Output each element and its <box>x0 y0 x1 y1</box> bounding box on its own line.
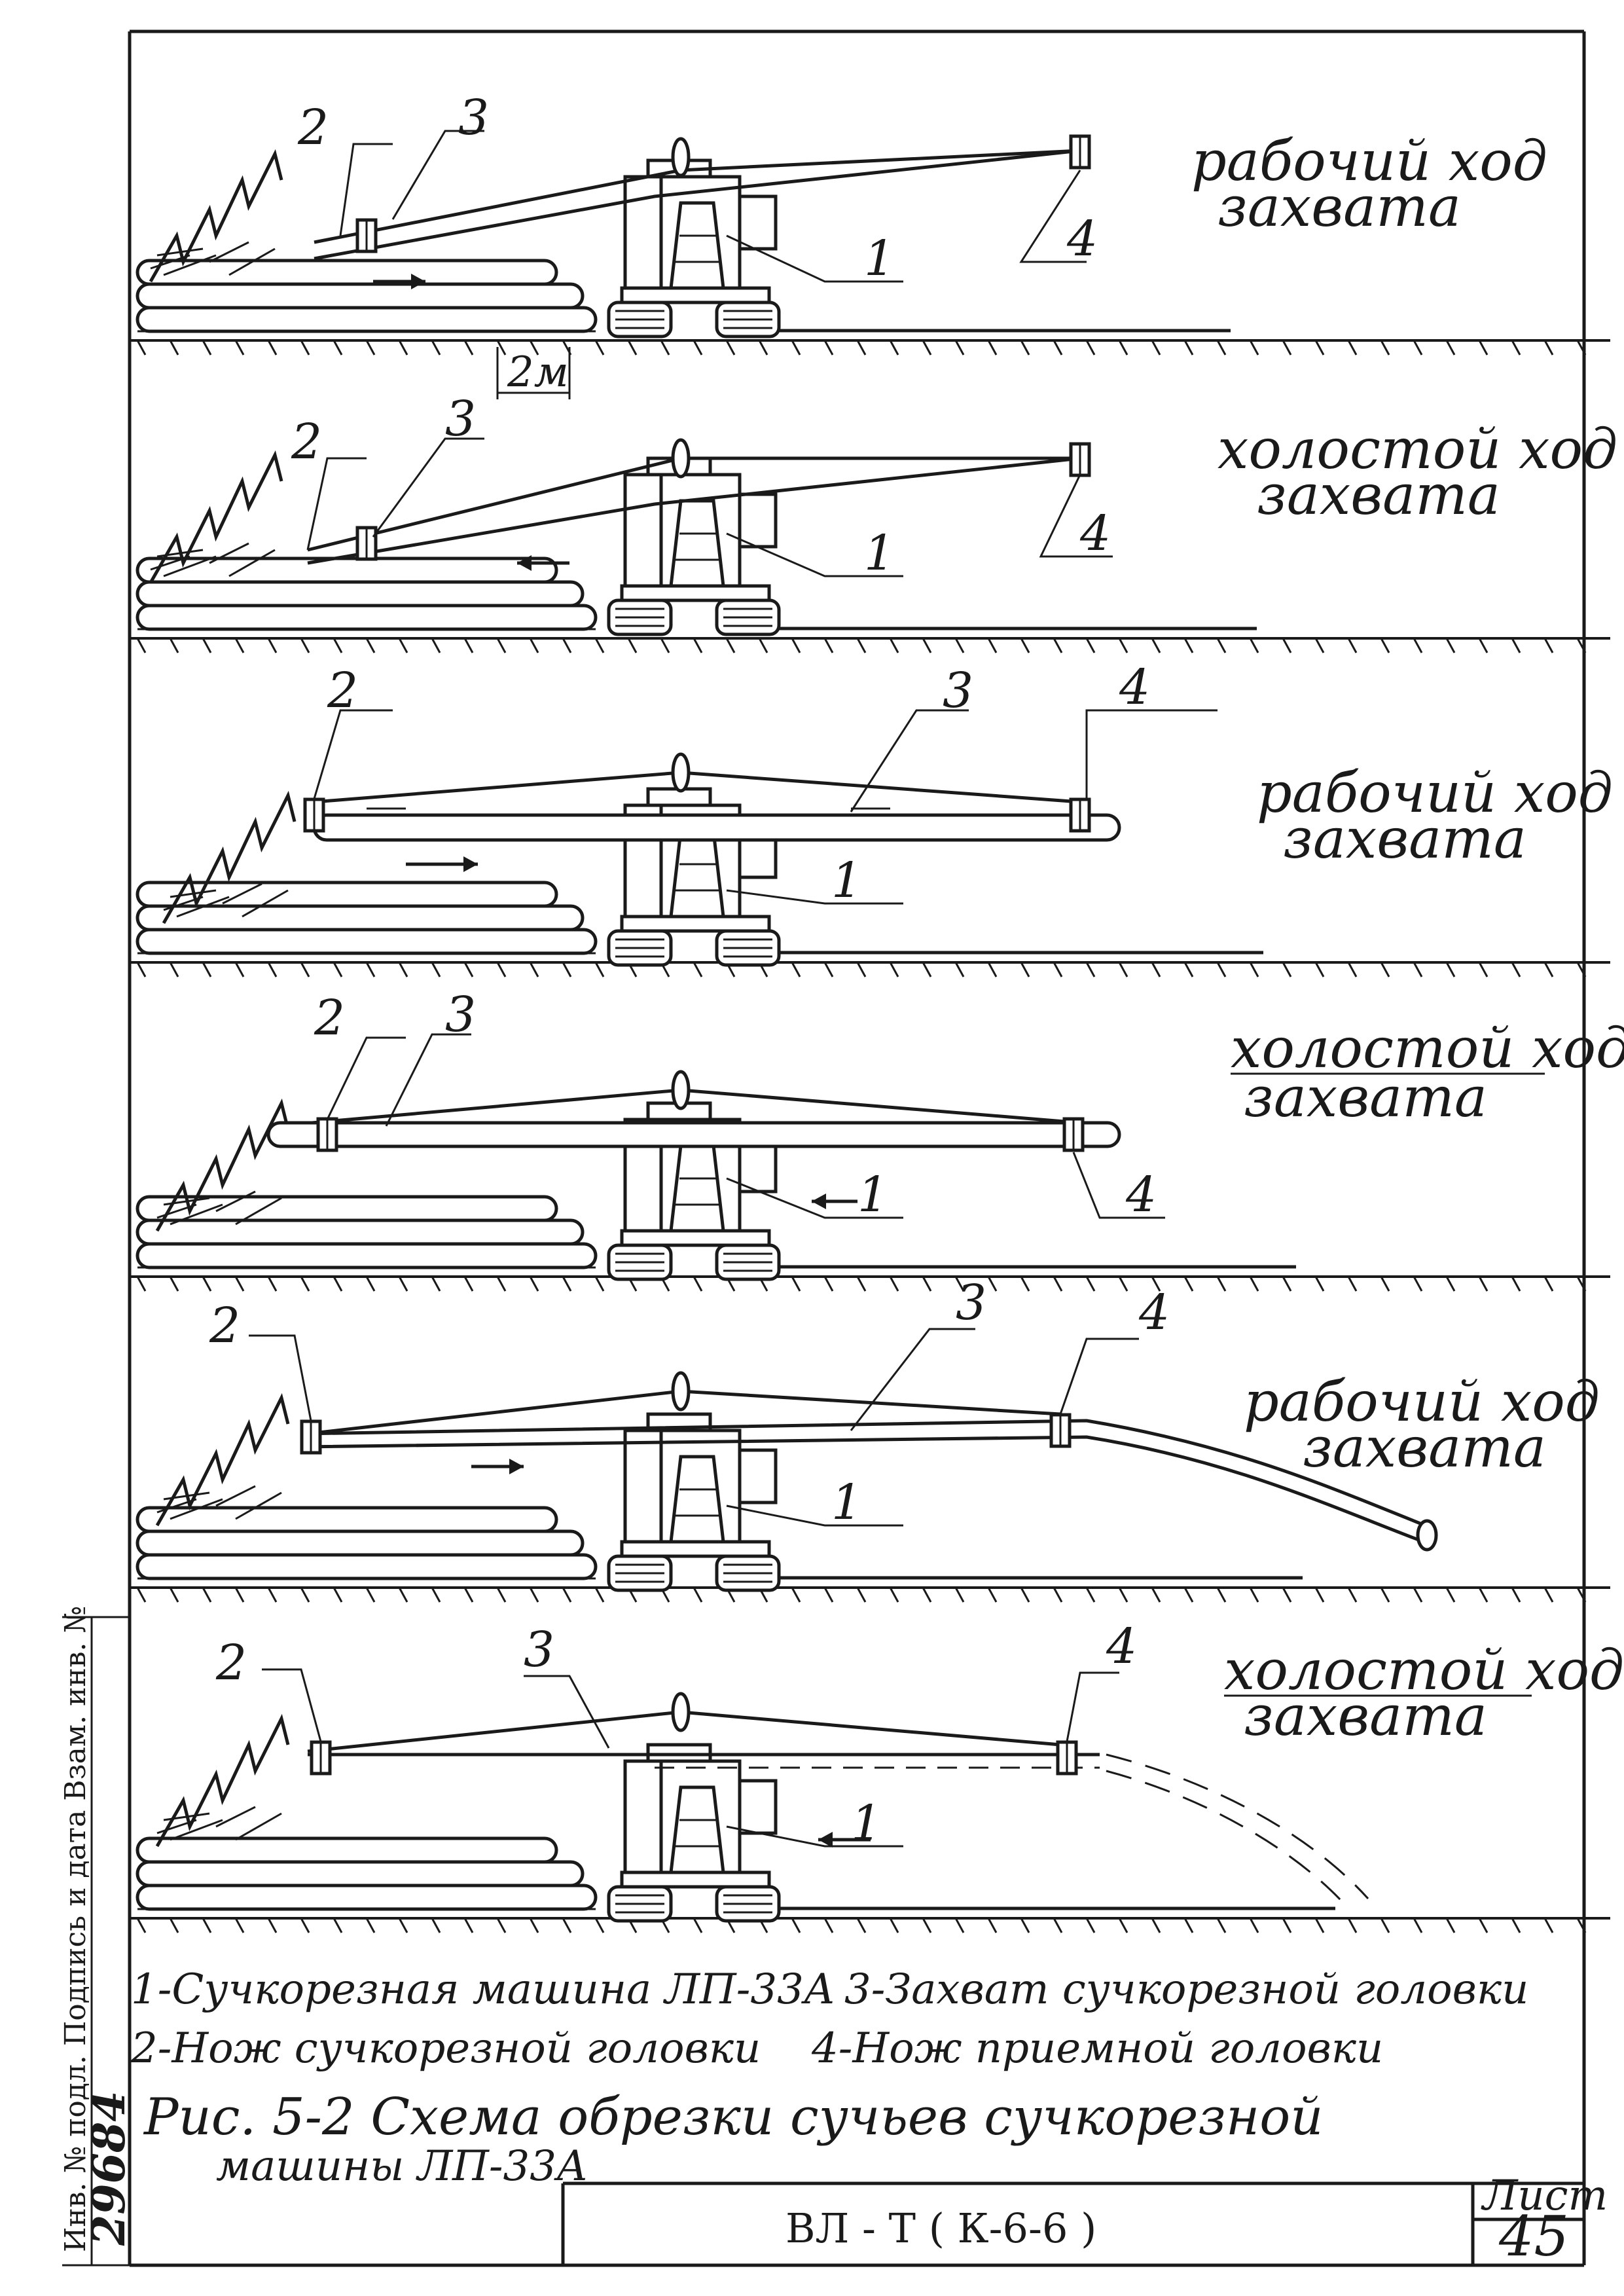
label-3: 3 <box>445 391 476 447</box>
figure-caption-line2: машины ЛП-33А <box>216 2142 588 2191</box>
legend-item-2: 2-Нож сучкорезной головки <box>130 2024 761 2073</box>
label-4: 4 <box>1138 1285 1170 1341</box>
label-3: 3 <box>943 663 973 719</box>
label-4: 4 <box>1125 1167 1157 1223</box>
panel-6-idle-stroke: 2 3 1 4 холостой ход захвата <box>130 1618 1624 1934</box>
sheet-label: Лист <box>1481 2172 1608 2220</box>
sheet-frame <box>128 29 1586 2267</box>
label-1: 1 <box>864 525 895 581</box>
inventory-number: 29684 <box>83 2090 135 2246</box>
panel-caption-line2: захвата <box>1244 1684 1487 1748</box>
panel-3-working-stroke: 2 3 1 4 рабочий ход захвата <box>130 659 1613 978</box>
panel-caption-line2: захвата <box>1257 463 1500 527</box>
label-3: 3 <box>956 1275 986 1331</box>
label-2: 2 <box>297 100 329 156</box>
margin-stamp: Инв. № подл. Подпись и дата Взам. инв. №… <box>59 1606 135 2267</box>
figure-caption: Рис. 5-2 Схема обрезки сучьев сучкорезно… <box>143 2088 1323 2191</box>
panel-2-idle-stroke: 2 3 1 4 холостой ход захвата <box>130 391 1617 654</box>
legend-item-3: 3-Захват сучкорезной головки <box>844 1965 1528 2014</box>
label-2: 2 <box>215 1635 247 1691</box>
label-4: 4 <box>1066 211 1098 267</box>
label-3: 3 <box>445 987 476 1043</box>
panel-caption-line1: холостой ход <box>1224 1638 1624 1702</box>
boom-joint <box>671 137 691 177</box>
label-4: 4 <box>1079 505 1111 562</box>
label-1: 1 <box>851 1795 882 1851</box>
panel-caption-line2: захвата <box>1283 807 1526 871</box>
label-3: 3 <box>524 1622 554 1678</box>
label-3: 3 <box>458 90 489 146</box>
label-2: 2 <box>291 414 322 470</box>
legend-item-4: 4-Нож приемной головки <box>811 2024 1383 2073</box>
figure-caption-line1: Рис. 5-2 Схема обрезки сучьев сучкорезно… <box>143 2088 1323 2147</box>
title-block: ВЛ - Т ( К-6-6 ) Лист 45 <box>561 2172 1608 2269</box>
panel-caption-line2: захвата <box>1218 175 1461 239</box>
panel-5-working-stroke: 2 3 1 4 рабочий ход захвата <box>130 1275 1612 1603</box>
panel-caption-line1: холостой ход <box>1218 417 1617 481</box>
panel-caption-line1: рабочий ход <box>1191 129 1547 193</box>
label-2: 2 <box>327 663 358 719</box>
label-2: 2 <box>314 990 345 1046</box>
panel-caption-line2: захвата <box>1244 1065 1487 1129</box>
panel-caption-line1: рабочий ход <box>1257 761 1613 825</box>
sheet-number: 45 <box>1498 2204 1569 2269</box>
label-1: 1 <box>831 1474 862 1531</box>
label-2: 2 <box>209 1298 240 1354</box>
document-code: ВЛ - Т ( К-6-6 ) <box>785 2204 1096 2252</box>
label-1: 1 <box>831 852 862 909</box>
stem-curved <box>300 1419 1434 1531</box>
label-1: 1 <box>857 1167 888 1223</box>
label-4: 4 <box>1106 1618 1137 1675</box>
panel-1-working-stroke: 2м 2 3 1 4 рабочий ход захвата <box>130 90 1612 399</box>
legend: 1-Сучкорезная машина ЛП-33А 3-Захват суч… <box>130 1965 1528 2073</box>
label-1: 1 <box>864 230 895 287</box>
boom-lower <box>314 149 1081 261</box>
panel-caption-line2: захвата <box>1303 1415 1546 1480</box>
margin-vertical-text: Инв. № подл. Подпись и дата Взам. инв. № <box>59 1606 92 2252</box>
dimension-2m: 2м <box>507 348 569 397</box>
panel-caption-line1: рабочий ход <box>1244 1370 1600 1434</box>
label-4: 4 <box>1119 659 1150 716</box>
stem <box>312 813 1121 842</box>
panel-4-idle-stroke: 2 3 1 4 холостой ход захвата <box>130 987 1624 1292</box>
legend-item-1: 1-Сучкорезная машина ЛП-33А <box>131 1965 835 2014</box>
panel-caption-line1: холостой ход <box>1231 1016 1624 1080</box>
